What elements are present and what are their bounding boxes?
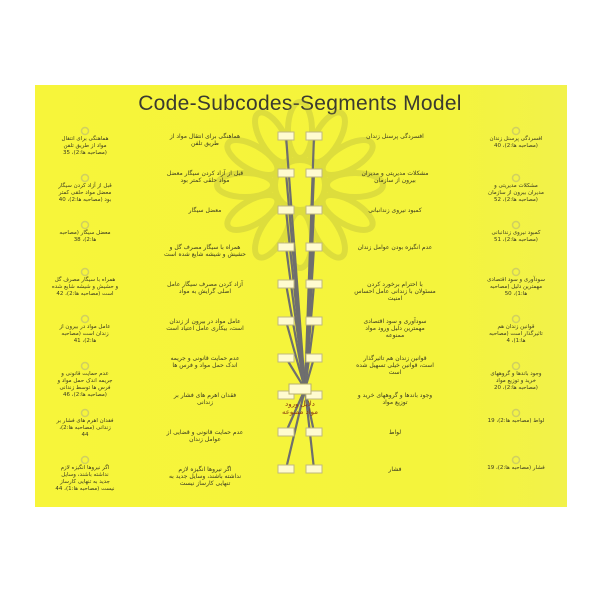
memo-icon (511, 267, 521, 277)
memo-icon (80, 455, 90, 465)
memo-icon (80, 361, 90, 371)
subcode-node[interactable] (277, 131, 295, 141)
subcode-node[interactable] (277, 279, 295, 289)
subcode-node[interactable] (305, 205, 323, 215)
center-node[interactable] (288, 383, 312, 395)
diagram-canvas (35, 85, 567, 507)
subcode-node[interactable] (305, 390, 323, 400)
subcode-node[interactable] (305, 353, 323, 363)
memo-icon (511, 361, 521, 371)
memo-icon (511, 314, 521, 324)
memo-icon (80, 314, 90, 324)
subcode-node[interactable] (277, 168, 295, 178)
memo-icon (80, 173, 90, 183)
subcode-node[interactable] (277, 316, 295, 326)
subcode-label: لواط (389, 429, 401, 436)
subcode-node[interactable] (277, 353, 295, 363)
subcode-link (284, 388, 307, 433)
subcode-node[interactable] (305, 464, 323, 474)
subcode-label: معضل سیگار (188, 206, 222, 214)
segment-text: کمبود نیروی زندانبانی(مصاحبه ها:2)، 51 (491, 229, 540, 243)
subcode-label: فشار (388, 466, 402, 473)
segment-text: فشار (مصاحبه ها:2)، 19 (487, 465, 545, 471)
subcode-node[interactable] (277, 427, 295, 437)
diagram-title: Code-Subcodes-Segments Model (138, 92, 462, 115)
memo-icon (80, 126, 90, 136)
memo-icon (80, 408, 90, 418)
memo-icon (511, 220, 521, 230)
subcode-label: کمبود نیروی زندانبانی (368, 207, 422, 214)
memo-icon (80, 220, 90, 230)
memo-icon (511, 408, 521, 418)
subcode-node[interactable] (305, 168, 323, 178)
subcode-node[interactable] (277, 464, 295, 474)
subcode-node[interactable] (305, 131, 323, 141)
memo-icon (80, 267, 90, 277)
subcode-label: عدم انگیزه بودن عوامل زندان (358, 243, 433, 251)
subcode-node[interactable] (305, 242, 323, 252)
subcode-node[interactable] (277, 242, 295, 252)
subcode-node[interactable] (305, 316, 323, 326)
segment-text: افسردگی پرسنل زندان(مصاحبه ها:2)، 40 (490, 135, 543, 149)
memo-icon (511, 126, 521, 136)
subcode-link (284, 320, 307, 390)
memo-icon (511, 455, 521, 465)
subcode-label: افسردگی پرسنل زندان (366, 132, 424, 140)
subcode-link (284, 388, 307, 470)
subcode-node[interactable] (277, 205, 295, 215)
subcode-node[interactable] (305, 427, 323, 437)
segment-text: لواط (مصاحبه ها:2)، 19 (488, 418, 545, 424)
subcode-node[interactable] (277, 390, 295, 400)
memo-icon (511, 173, 521, 183)
subcode-link (284, 283, 307, 390)
subcode-node[interactable] (305, 279, 323, 289)
